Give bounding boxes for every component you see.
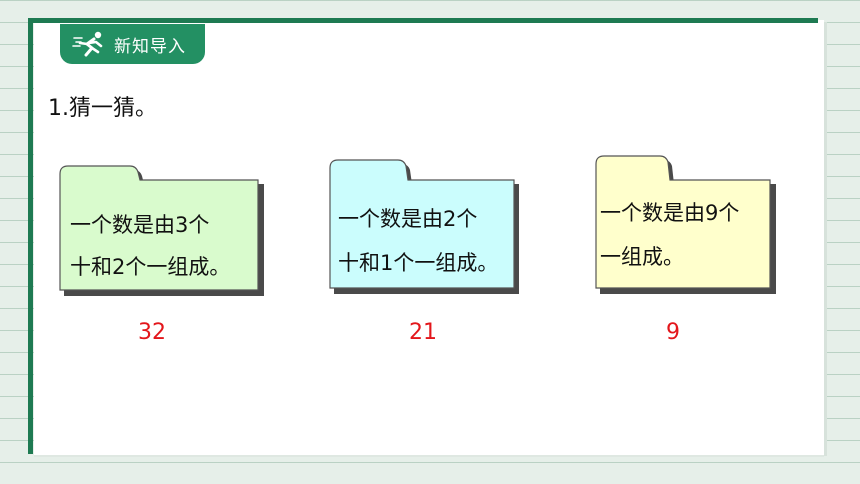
- hint-card-2: 一个数是由2个 十和1个一组成。: [328, 159, 523, 296]
- card-answer-1: 32: [138, 320, 166, 345]
- card-text-line-1: 一个数是由2个: [338, 207, 478, 231]
- section-title: 新知导入: [114, 36, 186, 57]
- board-bottom-edge: [34, 455, 824, 457]
- top-accent-bar: [28, 18, 818, 23]
- card-text-line-2: 十和2个一组成。: [70, 255, 231, 279]
- folder-card-shape: [595, 155, 776, 294]
- hint-card-1: 一个数是由3个 十和2个一组成。: [58, 165, 268, 296]
- card-text-line-2: 十和1个一组成。: [338, 251, 499, 275]
- card-answer-3: 9: [666, 320, 680, 345]
- section-header-tab: 新知导入: [60, 24, 205, 64]
- question-title: 1.猜一猜。: [48, 96, 157, 121]
- left-accent-bar: [28, 18, 33, 454]
- card-answer-2: 21: [409, 320, 437, 345]
- folder-card-shape: [59, 165, 264, 296]
- folder-card-shape: [329, 159, 519, 294]
- hint-card-3: 一个数是由9个 一组成。: [594, 155, 780, 296]
- board-shadow: [824, 22, 827, 456]
- runner-icon: [72, 31, 103, 57]
- card-text-line-1: 一个数是由9个: [600, 201, 740, 225]
- card-text-line-1: 一个数是由3个: [70, 213, 210, 237]
- card-text-line-2: 一组成。: [600, 245, 684, 269]
